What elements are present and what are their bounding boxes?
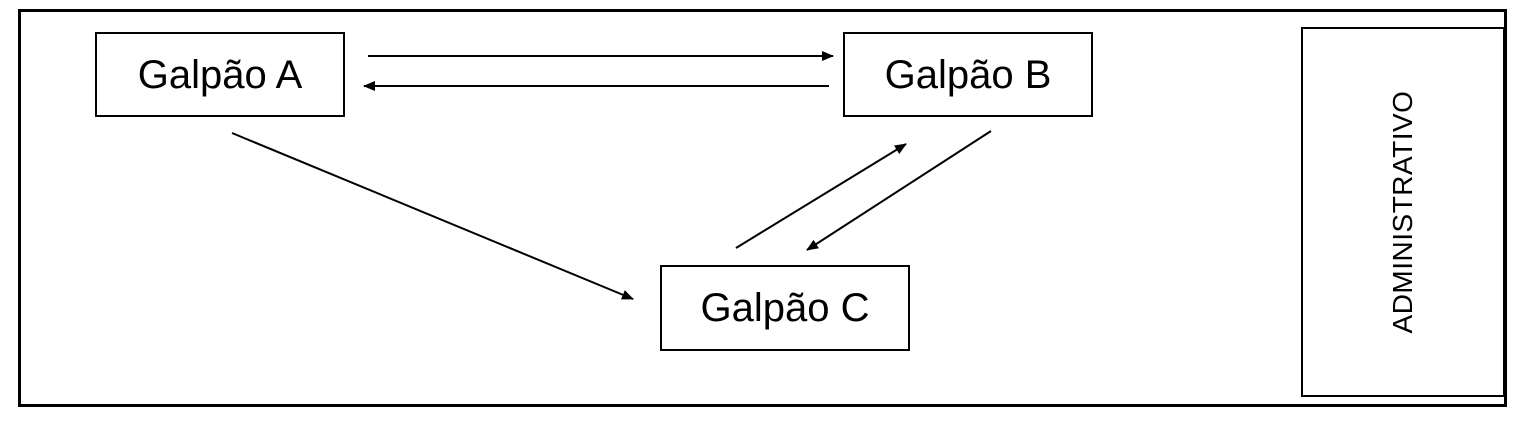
node-galpao-b: Galpão B	[843, 32, 1093, 117]
node-galpao-c-label: Galpão C	[700, 286, 870, 330]
admin-box: ADMINISTRATIVO	[1301, 27, 1505, 397]
node-galpao-c: Galpão C	[660, 265, 910, 351]
admin-label: ADMINISTRATIVO	[1387, 90, 1418, 334]
node-galpao-a: Galpão A	[95, 32, 345, 117]
node-galpao-b-label: Galpão B	[884, 52, 1052, 97]
node-galpao-a-label: Galpão A	[137, 52, 303, 97]
